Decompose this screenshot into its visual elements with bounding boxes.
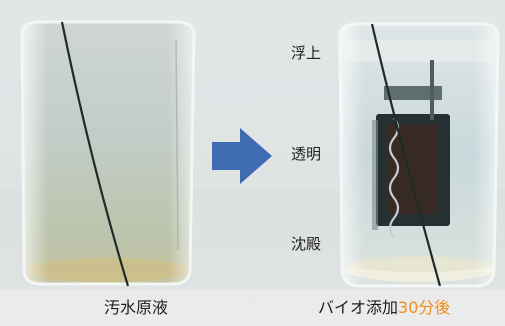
left-caption: 汚水原液 [104, 298, 169, 317]
sensor-cable-left [60, 21, 130, 287]
sensor-cable-right [370, 23, 442, 287]
raw-sewage-beaker [20, 20, 196, 287]
right-caption-main: バイオ添加 [318, 298, 399, 317]
right-caption-accent: 30分後 [398, 298, 451, 317]
right-caption: バイオ添加30分後 [318, 300, 450, 316]
layer-label-floating: 浮上 [291, 44, 322, 62]
layer-label-clear: 透明 [291, 145, 322, 163]
right-arrow-icon [212, 128, 272, 184]
layer-label-sediment: 沈殿 [291, 235, 322, 253]
treated-beaker [338, 22, 500, 288]
